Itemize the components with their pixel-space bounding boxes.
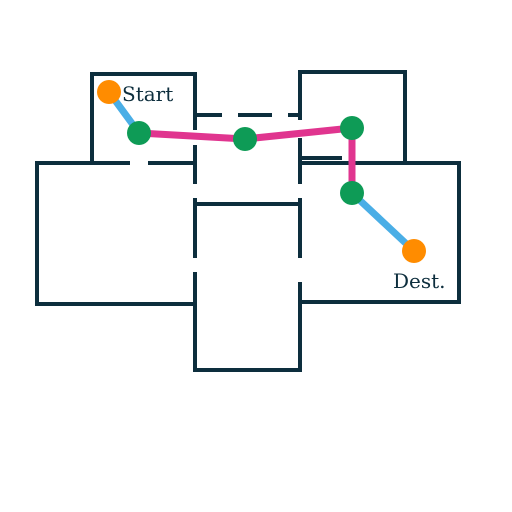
waypoint (127, 121, 151, 145)
waypoint (340, 181, 364, 205)
route-end-segment (348, 189, 418, 255)
destination-label: Dest. (393, 269, 446, 293)
start-label: Start (122, 82, 173, 106)
route-nodes (97, 80, 426, 263)
destination-marker (402, 239, 426, 263)
waypoint (233, 127, 257, 151)
route-main-segment (135, 124, 356, 197)
start-marker (97, 80, 121, 104)
walls (35, 70, 461, 372)
waypoint (340, 116, 364, 140)
